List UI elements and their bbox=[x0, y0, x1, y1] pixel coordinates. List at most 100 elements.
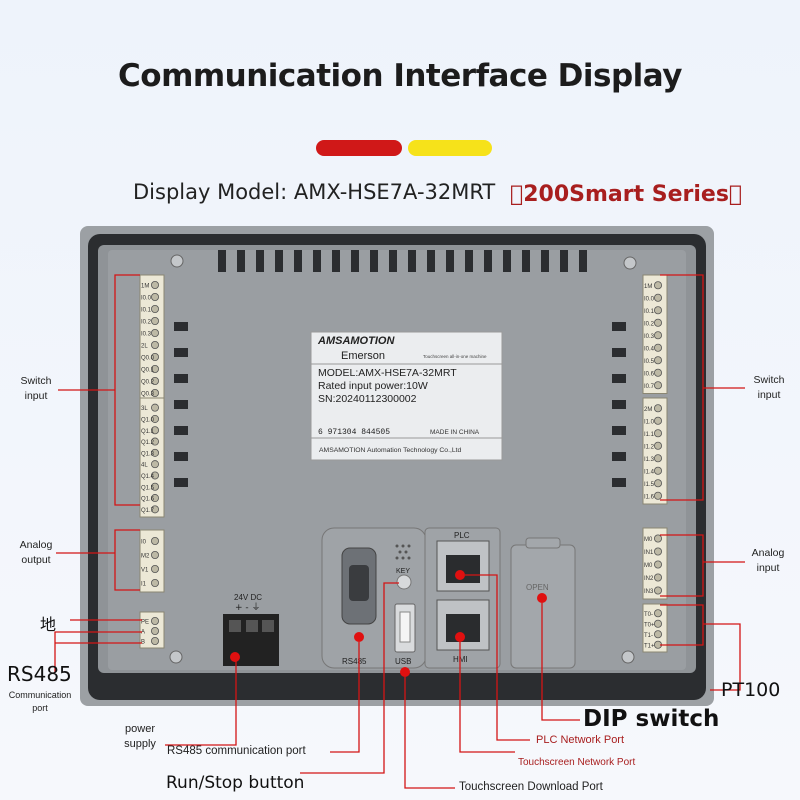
vent-slot bbox=[612, 374, 626, 383]
terminal-label: I1 bbox=[141, 582, 147, 588]
terminal-label: T0- bbox=[644, 612, 653, 618]
terminal-screw bbox=[150, 494, 159, 503]
vent-slot bbox=[465, 250, 473, 272]
speaker-grill bbox=[395, 544, 411, 560]
terminal-label: T0+ bbox=[644, 622, 655, 628]
terminal-label: IN1 bbox=[644, 550, 654, 556]
terminal-label: 3L bbox=[141, 406, 148, 412]
terminal-label: 2L bbox=[141, 344, 148, 350]
terminal-label: Q0.0 bbox=[141, 356, 155, 362]
terminal-label: Q0.2 bbox=[141, 380, 155, 386]
terminal-label: I1.5 bbox=[644, 482, 655, 488]
terminal-screw bbox=[150, 471, 159, 480]
terminal-screw bbox=[150, 551, 159, 560]
vent-slot bbox=[522, 250, 530, 272]
vent-slot bbox=[484, 250, 492, 272]
terminal-screw bbox=[150, 448, 159, 457]
vent-slot bbox=[237, 250, 245, 272]
power-supply-label: power supply bbox=[124, 723, 156, 750]
terminal-screw bbox=[654, 356, 663, 365]
red-accent-bar bbox=[316, 140, 402, 156]
vent-slot bbox=[612, 478, 626, 487]
series-label:  200Smart Series  bbox=[510, 182, 743, 207]
vent-slot bbox=[174, 348, 188, 357]
terminal-label: I1.3 bbox=[644, 457, 655, 463]
terminal-screw bbox=[654, 381, 663, 390]
terminal-screw bbox=[150, 579, 159, 588]
terminal-screw bbox=[654, 534, 663, 543]
terminal-screw bbox=[150, 414, 159, 423]
open-label: OPEN bbox=[526, 583, 549, 592]
plc-label: PLC bbox=[454, 531, 470, 540]
terminal-label: T1- bbox=[644, 633, 653, 639]
terminal-screw bbox=[654, 331, 663, 340]
terminal-screw bbox=[654, 586, 663, 595]
nameplate-brand: AMSAMOTION bbox=[317, 335, 395, 347]
terminal-label: I1.4 bbox=[644, 469, 655, 475]
switch-input-left-label: Switch input bbox=[20, 375, 52, 402]
terminal-screw bbox=[654, 609, 663, 618]
usb-label: USB bbox=[395, 657, 411, 666]
terminal-label: M0 bbox=[644, 563, 653, 569]
terminal-screw bbox=[654, 368, 663, 377]
vent-slot bbox=[256, 250, 264, 272]
terminal-label: I1.6 bbox=[644, 494, 655, 500]
screw bbox=[169, 650, 183, 664]
touchscreen-download-port-label: Touchscreen Download Port bbox=[459, 781, 603, 793]
terminal-label: T1+ bbox=[644, 643, 655, 649]
terminal-screw bbox=[654, 306, 663, 315]
key-label: KEY bbox=[396, 568, 410, 575]
terminal-label: Q1.0 bbox=[141, 417, 155, 423]
terminal-screw bbox=[654, 619, 663, 628]
terminal-screw bbox=[654, 547, 663, 556]
vent-slot bbox=[370, 250, 378, 272]
side-vents bbox=[174, 322, 626, 487]
terminal-label: Q0.1 bbox=[141, 368, 155, 374]
terminal-screw bbox=[150, 352, 159, 361]
yellow-accent-bar bbox=[408, 140, 492, 156]
terminal-label: Q1.1 bbox=[141, 429, 155, 435]
terminal-label: I0.7 bbox=[644, 384, 655, 390]
vent-slot bbox=[174, 478, 188, 487]
vent-slot bbox=[389, 250, 397, 272]
dip-switch-label: DIP switch bbox=[583, 706, 720, 732]
vent-slot bbox=[275, 250, 283, 272]
terminal-screw bbox=[150, 340, 159, 349]
terminal-screw bbox=[150, 460, 159, 469]
run-stop-key[interactable] bbox=[396, 574, 412, 590]
plc-network-port-label: PLC Network Port bbox=[536, 734, 625, 746]
terminal-label: I1.2 bbox=[644, 444, 655, 450]
vent-slot bbox=[446, 250, 454, 272]
nameplate-sn: SN:20240112300002 bbox=[318, 393, 417, 405]
terminal-label: I0.0 bbox=[141, 296, 152, 302]
terminal-label: I0.2 bbox=[141, 320, 152, 326]
terminal-screw bbox=[150, 617, 159, 626]
vent-slot bbox=[408, 250, 416, 272]
nameplate-tagline: Touchscreen all-in-one machine bbox=[423, 354, 487, 359]
rs485-big-label: RS485 bbox=[7, 662, 72, 686]
switch-input-right-label: Switch input bbox=[753, 374, 785, 401]
terminal-screw bbox=[150, 388, 159, 397]
terminal-screw bbox=[150, 565, 159, 574]
nameplate-barcode: 6 971304 844505 bbox=[318, 428, 390, 437]
terminal-screw bbox=[654, 479, 663, 488]
terminal-label: Q1.5 bbox=[141, 485, 155, 491]
vent-slot bbox=[612, 452, 626, 461]
nameplate bbox=[310, 331, 503, 461]
terminal-label: I0.2 bbox=[644, 321, 655, 327]
terminal-screw bbox=[654, 404, 663, 413]
terminal-label: I0.0 bbox=[644, 296, 655, 302]
nameplate-model: MODEL:AMX-HSE7A-32MRT bbox=[318, 367, 457, 379]
dip-switch-cover[interactable] bbox=[510, 544, 576, 669]
vent-slot bbox=[612, 400, 626, 409]
vent-slot bbox=[313, 250, 321, 272]
terminal-label: IN2 bbox=[644, 576, 654, 582]
terminal-screw bbox=[654, 573, 663, 582]
terminal-label: I0.5 bbox=[644, 359, 655, 365]
vent-slot bbox=[174, 426, 188, 435]
